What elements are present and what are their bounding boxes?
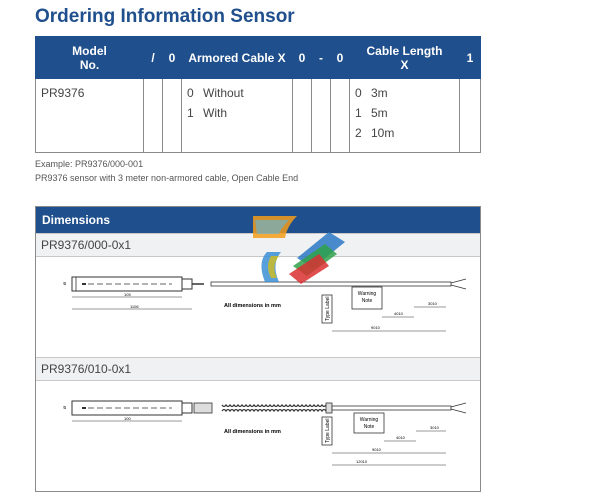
sensor-drawing-1: Type Label Warning Note Ø 105 1106 4010 … (62, 276, 467, 332)
wire-end (450, 408, 467, 414)
warning-note-text: Warning (358, 291, 377, 297)
header-model: Model No. (35, 36, 144, 79)
model-value: PR9376 (41, 86, 85, 100)
armored-option: 0 Without (187, 83, 287, 103)
armor-fitting (193, 402, 213, 414)
length-option: 1 5m (355, 103, 454, 123)
empty-cell (330, 78, 350, 153)
watermark-logo (253, 216, 345, 284)
dim-value: 1106 (130, 304, 139, 309)
type-label-text: Type Label (325, 419, 331, 443)
empty-cell (311, 78, 331, 153)
header-slash: / (143, 36, 163, 79)
cable (210, 281, 452, 287)
empty-cell (143, 78, 163, 153)
header-zero-2: 0 (292, 36, 312, 79)
logo-shape (289, 254, 329, 284)
units-note: All dimensions in mm (224, 429, 281, 435)
type-label-box (321, 416, 333, 446)
warning-note-text: Warning (360, 417, 379, 423)
armored-options-cell: 0 Without 1 With (181, 78, 293, 153)
dim-value: 3010 (430, 425, 440, 430)
ordering-body-row: PR9376 0 Without 1 With 0 3m 1 5m 2 10m (35, 78, 481, 153)
warning-note-text: Note (362, 298, 373, 304)
header-dash: - (311, 36, 331, 79)
empty-cell (459, 78, 481, 153)
ordering-table: Model No. / 0 Armored Cable X 0 - 0 Cabl… (35, 36, 481, 153)
dim-value: 9010 (371, 325, 381, 330)
length-option: 2 10m (355, 123, 454, 143)
type-label-text: Type Label (325, 297, 331, 321)
warning-note-text: Note (364, 424, 375, 430)
example-line-1: Example: PR9376/000-001 (35, 159, 144, 169)
header-cable-length: Cable Length X (349, 36, 460, 79)
option-label: With (203, 106, 227, 120)
dim-value: 100 (124, 416, 131, 421)
length-options-cell: 0 3m 1 5m 2 10m (349, 78, 460, 153)
dim-value: 12010 (356, 459, 368, 464)
header-zero-1: 0 (162, 36, 182, 79)
ordering-header-row: Model No. / 0 Armored Cable X 0 - 0 Cabl… (35, 36, 481, 79)
model-cell: PR9376 (35, 78, 144, 153)
dim-value: 3010 (428, 301, 438, 306)
wire-end (450, 402, 467, 408)
sensor-drawing-2: Type Label Warning Note Ø 100 4010 3010 … (62, 400, 467, 466)
dim-value: 4010 (396, 435, 406, 440)
header-zero-3: 0 (330, 36, 350, 79)
option-label: 5m (371, 106, 388, 120)
length-option: 0 3m (355, 83, 454, 103)
diameter-label: Ø (62, 406, 67, 409)
header-armored: Armored Cable X (181, 36, 293, 79)
armored-option: 1 With (187, 103, 287, 123)
wire-end (450, 278, 467, 284)
logo-shape (268, 256, 279, 278)
example-note: Example: PR9376/000-001 PR9376 sensor wi… (35, 157, 298, 185)
units-note: All dimensions in mm (224, 303, 281, 309)
dim-value: 9010 (372, 447, 382, 452)
drawing-2: Type Label Warning Note Ø 100 4010 3010 … (36, 381, 480, 481)
dim-value: 4010 (394, 311, 404, 316)
cable (331, 405, 452, 411)
option-label: 3m (371, 86, 388, 100)
header-one: 1 (459, 36, 481, 79)
sensor-cap (181, 278, 193, 290)
diameter-label: Ø (62, 282, 67, 285)
armor-end (325, 402, 333, 414)
armored-cable (221, 408, 327, 413)
type-label-box (321, 294, 333, 324)
logo-shape (255, 220, 289, 234)
dimensions-panel: Dimensions PR9376/000-0x1 Type Label War… (35, 206, 481, 492)
empty-cell (292, 78, 312, 153)
empty-cell (162, 78, 182, 153)
option-label: Without (203, 86, 244, 100)
option-code: 0 (187, 86, 194, 100)
example-line-2: PR9376 sensor with 3 meter non-armored c… (35, 173, 299, 183)
option-label: 10m (371, 126, 395, 140)
armored-cable (221, 403, 327, 408)
warning-note-box (353, 412, 385, 434)
drawing-1: Type Label Warning Note Ø 105 1106 4010 … (36, 257, 480, 357)
sensor-cap (181, 402, 193, 414)
page-title: Ordering Information Sensor (35, 6, 295, 27)
option-code: 1 (355, 106, 362, 120)
option-code: 1 (187, 106, 194, 120)
option-code: 0 (355, 86, 362, 100)
warning-note-box (351, 286, 383, 310)
dim-value: 105 (124, 292, 131, 297)
option-code: 2 (355, 126, 362, 140)
wire-end (450, 284, 467, 290)
drawing-label-2: PR9376/010-0x1 (36, 357, 480, 381)
